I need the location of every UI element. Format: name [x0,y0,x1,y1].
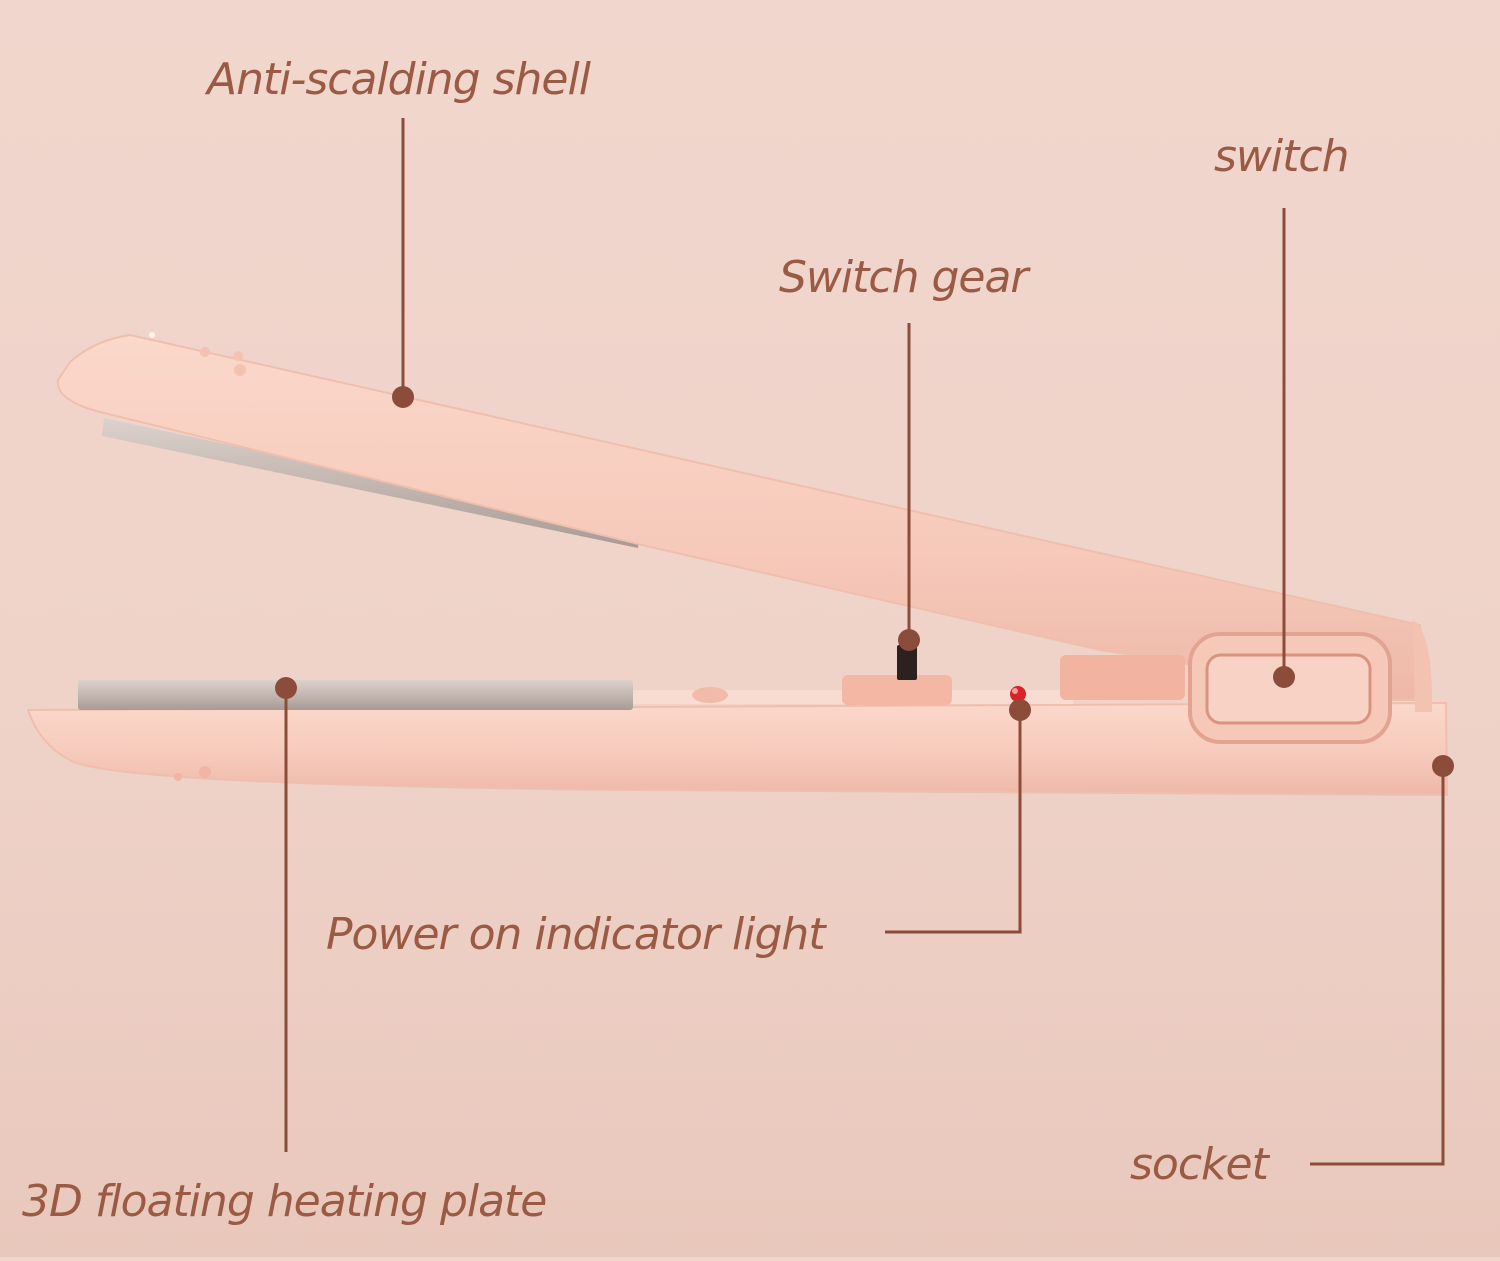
hinge-block [1060,655,1185,700]
leader-socket [1310,768,1445,1166]
label-heating-plate: 3D floating heating plate [22,1176,547,1227]
switch-button [1205,653,1372,725]
vent-hole [149,332,155,338]
leader-socket-dot [1432,755,1454,777]
label-anti-scalding-shell: Anti-scalding shell [207,54,591,105]
leader-power-dot [1009,699,1031,721]
indicator-glint [1012,688,1018,694]
vent-hole [174,773,182,781]
leader-lines [275,118,1454,1166]
leader-switch-dot [1273,666,1295,688]
vent-hole [199,766,211,778]
lower-shell [26,701,1449,797]
leader-plate-dot [275,677,297,699]
lower-arm [26,680,1449,797]
gear-lever [897,645,917,680]
label-switch-gear: Switch gear [779,252,1029,303]
rear-cap [1413,620,1432,712]
leader-power [885,712,1022,934]
vent-hole [200,347,210,357]
upper-heating-plate [102,418,640,548]
vent-hole [233,351,243,361]
label-socket: socket [1130,1139,1269,1190]
label-power-indicator: Power on indicator light [326,909,826,960]
vent-hole [234,364,246,376]
switch-gear-part [842,645,952,705]
lower-heating-plate [78,680,633,710]
label-switch: switch [1214,131,1349,182]
leader-shell-dot [392,386,414,408]
power-switch-part [1188,632,1392,744]
gear-slider [842,675,952,705]
leader-gear-dot [898,629,920,651]
button-nub [692,687,728,703]
